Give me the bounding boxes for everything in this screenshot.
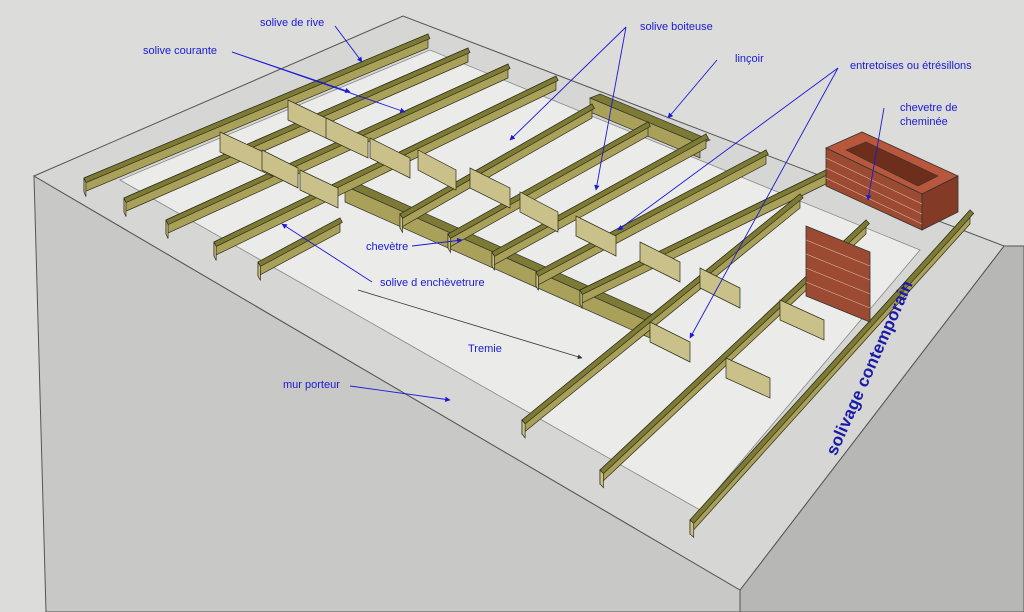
- joist-1-end: [83, 177, 87, 197]
- joist-group: [83, 33, 975, 539]
- joist-7-end: [447, 232, 451, 254]
- blocking-13-face: [649, 321, 691, 363]
- joist-1: [83, 33, 431, 197]
- chimney-lower: [805, 225, 871, 323]
- blocking-7: [417, 149, 457, 191]
- blocking-7-face: [417, 149, 457, 191]
- blocking-group: [219, 99, 825, 399]
- joist-6: [399, 103, 595, 234]
- blocking-4-face: [325, 117, 369, 159]
- blocking-5-face: [299, 169, 339, 209]
- blocking-12-face: [699, 267, 741, 309]
- joist-10-end: [579, 289, 583, 309]
- blocking-10-face: [575, 215, 617, 257]
- label-chevetre-cheminee-1: chevetre de: [900, 102, 958, 114]
- label-solive-enchevetrure: solive d enchèvetrure: [380, 277, 485, 289]
- chimney-side: [921, 175, 959, 231]
- joist-5: [257, 217, 343, 281]
- joist-3-end: [165, 219, 169, 239]
- blocking-14-face: [725, 357, 771, 399]
- blocking-8-face: [469, 167, 511, 209]
- joist-5-end: [257, 261, 261, 281]
- joist-13: [689, 209, 975, 539]
- bearing-wall: [32, 15, 1024, 612]
- blocking-9: [519, 191, 559, 233]
- blocking-11: [639, 241, 681, 283]
- joist-12-end: [599, 469, 604, 489]
- blocking-8: [469, 167, 511, 209]
- brick-lines: [805, 157, 923, 309]
- blocking-5: [299, 169, 339, 209]
- label-mur-porteur: mur porteur: [283, 379, 340, 391]
- blocking-6: [369, 137, 411, 179]
- label-solive-courante: solive courante: [143, 45, 217, 57]
- joist-13-end: [689, 519, 695, 539]
- chimney-flue: [845, 141, 939, 187]
- joist-7: [447, 121, 651, 254]
- blocking-11-face: [639, 241, 681, 283]
- blocking-6-face: [369, 137, 411, 179]
- joist-3: [165, 63, 511, 239]
- joist-2-end: [123, 197, 127, 217]
- joist-11: [521, 193, 804, 439]
- blocking-3-face: [261, 149, 299, 189]
- tremie-leader: [357, 289, 583, 360]
- label-chevetre-cheminee-2: cheminée: [900, 116, 948, 128]
- blocking-1: [219, 131, 273, 177]
- blocking-10: [575, 215, 617, 257]
- label-tremie: Tremie: [468, 343, 502, 355]
- joist-8-end: [491, 251, 495, 271]
- label-entretoises: entretoises ou étrésillons: [850, 60, 972, 72]
- blocking-14: [725, 357, 771, 399]
- joist-4-end: [213, 241, 217, 261]
- blocking-13: [649, 321, 691, 363]
- blocking-1-face: [219, 131, 273, 177]
- joist-9-end: [535, 271, 539, 291]
- label-chevetre: chevètre: [366, 241, 409, 253]
- joist-12: [599, 219, 870, 489]
- chimney: [805, 131, 959, 323]
- leader-lines: [231, 25, 885, 403]
- blocking-9-face: [519, 191, 559, 233]
- joist-11-end: [521, 419, 526, 439]
- blocking-15: [779, 299, 825, 341]
- label-solive-de-rive: solive de rive: [260, 17, 325, 29]
- blocking-15-face: [779, 299, 825, 341]
- blocking-4: [325, 117, 369, 159]
- blocking-3: [261, 149, 299, 189]
- joist-2: [123, 47, 471, 217]
- blocking-12: [699, 267, 741, 309]
- label-solive-boiteuse: solive boiteuse: [640, 21, 713, 33]
- joist-6-end: [399, 212, 403, 234]
- label-lincoir: linçoir: [735, 53, 764, 65]
